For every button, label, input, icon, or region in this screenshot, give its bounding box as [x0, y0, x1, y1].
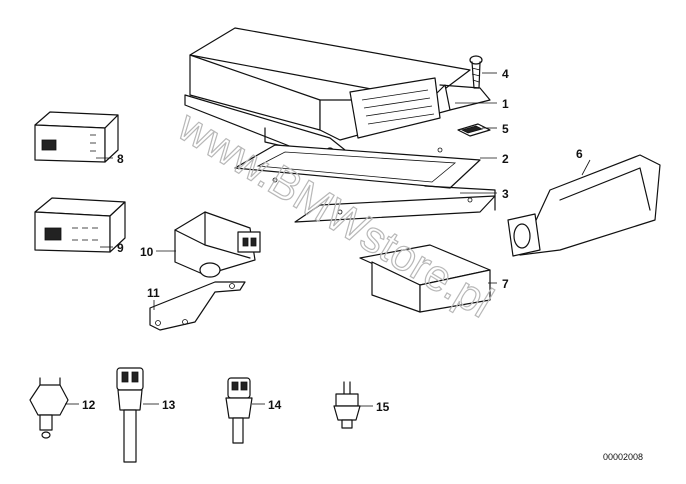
part-10-sensor-unit[interactable] — [174, 211, 261, 278]
callout-4: 4 — [502, 67, 509, 81]
part-13-temp-sensor[interactable] — [116, 367, 144, 463]
callout-5: 5 — [502, 122, 509, 136]
part-12-temp-switch[interactable] — [29, 377, 69, 439]
callout-6: 6 — [576, 147, 583, 161]
callout-3: 3 — [502, 187, 509, 201]
callout-11: 11 — [147, 286, 160, 300]
callout-7: 7 — [502, 277, 509, 291]
part-15-temp-switch[interactable] — [333, 381, 361, 429]
part-8-relay[interactable] — [34, 111, 119, 163]
callout-15: 15 — [376, 400, 390, 414]
part-14-temp-sensor[interactable] — [225, 377, 253, 444]
part-2-mounting-plate[interactable] — [234, 144, 481, 189]
part-6-cover[interactable] — [507, 154, 661, 257]
callout-12: 12 — [82, 398, 96, 412]
callout-8: 8 — [117, 152, 124, 166]
part-3-bracket[interactable] — [294, 185, 496, 223]
part-4-screw[interactable] — [469, 55, 483, 89]
callout-1: 1 — [502, 97, 509, 111]
callout-2: 2 — [502, 152, 509, 166]
leader-lines — [65, 72, 591, 407]
part-7-relay-module[interactable] — [359, 244, 491, 313]
callout-14: 14 — [268, 398, 282, 412]
part-5-clip[interactable] — [457, 123, 491, 137]
part-9-relay[interactable] — [34, 197, 126, 253]
part-11-bracket[interactable] — [149, 281, 246, 331]
drawing-code: 00002008 — [603, 452, 643, 462]
callout-9: 9 — [117, 241, 124, 255]
callout-13: 13 — [162, 398, 176, 412]
callout-10: 10 — [140, 245, 154, 259]
